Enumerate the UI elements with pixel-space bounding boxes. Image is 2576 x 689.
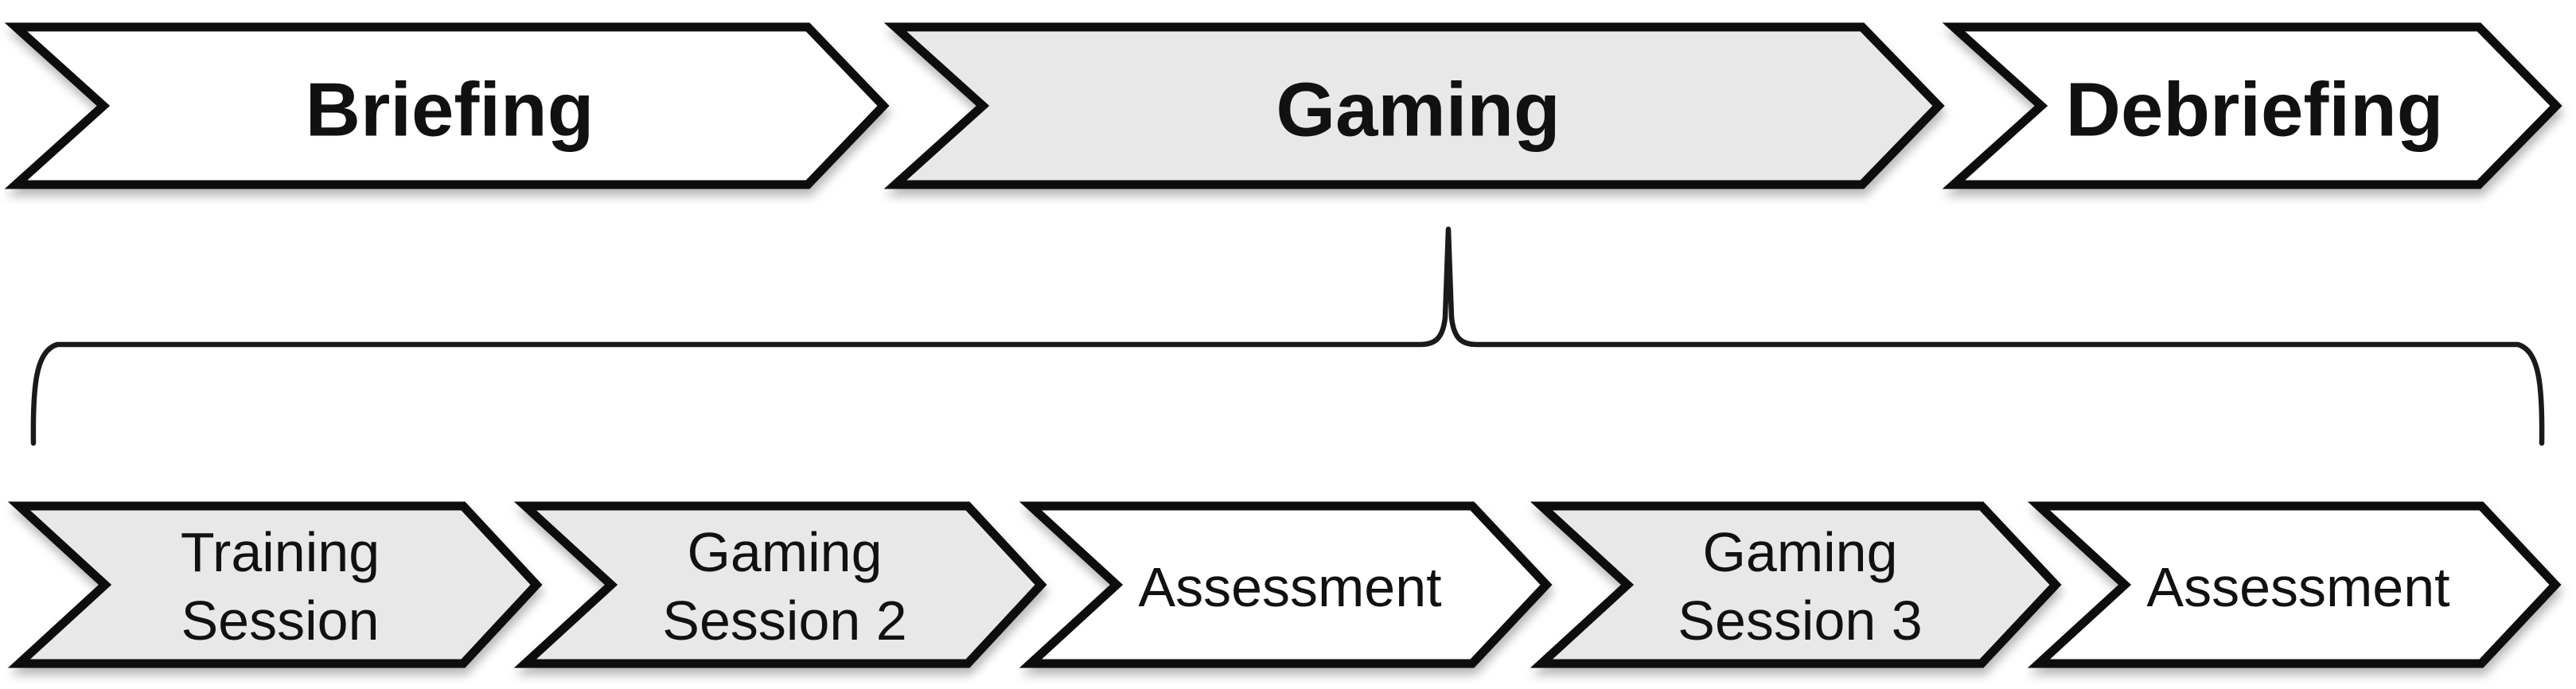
chevron-training-session-shape: [7, 501, 543, 668]
chevron-briefing-shape: [4, 22, 890, 189]
chevron-assessment-2-label: Assessment: [2146, 556, 2449, 618]
chevron-gaming-session-3-shape: [1530, 501, 2062, 668]
chevron-gaming-session-3-label-line1: Gaming: [1702, 521, 1897, 583]
phase-row: Briefing Gaming Debriefing: [4, 22, 2562, 189]
chevron-training-session-label-line1: Training: [181, 521, 380, 583]
chevron-briefing: Briefing: [4, 22, 890, 189]
chevron-assessment-2: Assessment: [2027, 501, 2562, 668]
chevron-debriefing-shape: [1942, 22, 2562, 189]
substep-row: Training Session Gaming Session 2 Assess…: [7, 501, 2562, 668]
chevron-assessment-1-shape: [1019, 501, 1553, 668]
chevron-assessment-2-shape: [2027, 501, 2562, 668]
chevron-gaming-shape: [883, 22, 1945, 189]
chevron-gaming-session-2: Gaming Session 2: [513, 501, 1047, 668]
chevron-gaming-session-2-shape: [513, 501, 1047, 668]
chevron-debriefing-label: Debriefing: [2066, 68, 2444, 153]
chevron-training-session-label-line2: Session: [181, 590, 379, 652]
chevron-assessment-1: Assessment: [1019, 501, 1553, 668]
chevron-gaming: Gaming: [883, 22, 1945, 189]
chevron-debriefing: Debriefing: [1942, 22, 2562, 189]
chevron-gaming-session-3: Gaming Session 3: [1530, 501, 2062, 668]
chevron-training-session: Training Session: [7, 501, 543, 668]
chevron-gaming-session-2-label-line1: Gaming: [687, 521, 882, 583]
chevron-assessment-1-label: Assessment: [1138, 556, 1441, 618]
chevron-briefing-label: Briefing: [306, 68, 594, 153]
chevron-gaming-session-2-label-line2: Session 2: [662, 590, 906, 652]
chevron-gaming-session-3-label-line2: Session 3: [1678, 590, 1922, 652]
expansion-brace: [30, 226, 2545, 446]
chevron-gaming-label: Gaming: [1276, 68, 1560, 153]
